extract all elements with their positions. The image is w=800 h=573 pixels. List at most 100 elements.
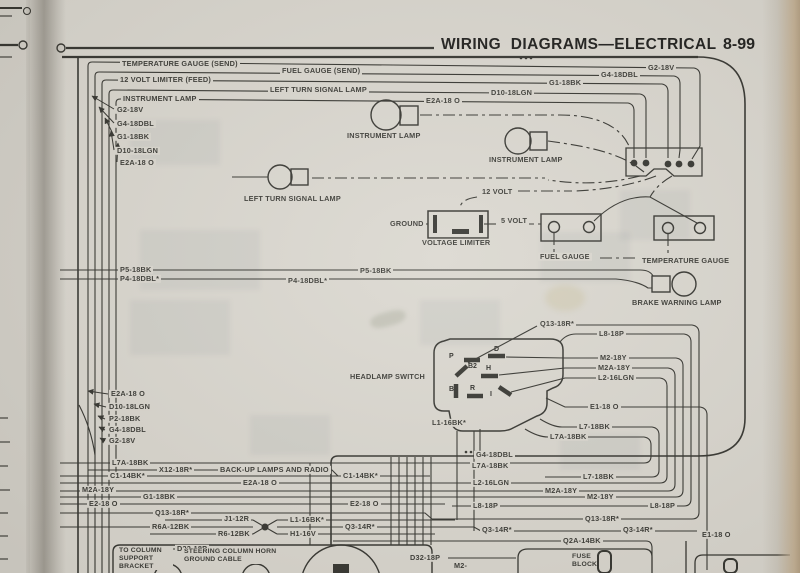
component-label-12-volt-limiter-feed: 12 VOLT LIMITER (FEED) bbox=[118, 74, 214, 85]
component-label-instrument-lamp: INSTRUMENT LAMP bbox=[345, 130, 423, 141]
wire-label-c1-14bk: C1-14BK* bbox=[341, 470, 380, 481]
headlamp-switch-outline bbox=[433, 338, 564, 432]
wire-label-q13-18r: Q13-18R* bbox=[583, 513, 622, 524]
wire-label-l2-16lgn: L2-16LGN bbox=[596, 372, 637, 383]
component-label-ground: GROUND bbox=[388, 218, 426, 229]
wire-label-e2a-18o: E2A-18 O bbox=[241, 477, 280, 488]
pointer-arrows bbox=[87, 95, 121, 444]
wire-label-g1-18bk: G1-18BK bbox=[115, 131, 152, 142]
wire-label-p5-18bk: P5-18BK bbox=[118, 264, 154, 275]
component-label-fuel-gauge: FUEL GAUGE bbox=[538, 251, 592, 262]
switch-terminal-h: H bbox=[486, 365, 492, 372]
component-label-temperature-gauge-send: TEMPERATURE GAUGE (SEND) bbox=[120, 58, 240, 69]
wire-label-g1-18bk: G1-18BK bbox=[547, 77, 584, 88]
scan-artifact bbox=[250, 415, 330, 455]
wire-label-e2-18o: E2-18 O bbox=[87, 498, 120, 509]
binder-ring-icon bbox=[0, 6, 434, 58]
switch-terminal-d: D bbox=[494, 346, 500, 353]
wire-label-g4-18dbl: G4-18DBL bbox=[474, 449, 515, 460]
wire-label-d32-18p: D32-18P bbox=[408, 552, 443, 563]
dashed-feeds bbox=[312, 114, 673, 259]
wire-label-e2a-18o: E2A-18 O bbox=[109, 388, 148, 399]
wire-label-g2-18v: G2-18V bbox=[115, 104, 146, 115]
wire-label-p5-18bk: P5-18BK bbox=[358, 265, 394, 276]
wire-label-m2-18y: M2-18Y bbox=[585, 491, 616, 502]
component-label-instrument-lamp: INSTRUMENT LAMP bbox=[121, 93, 199, 104]
wire-label-e2-18o: E2-18 O bbox=[348, 498, 381, 509]
wire-label-m2-18y: M2-18Y bbox=[598, 352, 629, 363]
wire-label-e2a-18o: E2A-18 O bbox=[118, 157, 157, 168]
page-gutter-shadow bbox=[26, 0, 66, 573]
page-right-edge bbox=[762, 0, 800, 573]
wire-label-p4-18dbl: P4-18DBL* bbox=[118, 273, 162, 284]
diagram-border bbox=[62, 55, 746, 573]
left-turn-signal-lamp-bulb bbox=[232, 164, 309, 190]
scan-artifact bbox=[420, 300, 500, 345]
wire-label-m2-partial: M2- bbox=[452, 560, 470, 571]
wire-label-l7a-18bk: L7A-18BK bbox=[110, 457, 151, 468]
wire-label-q13-18r: Q13-18R* bbox=[153, 507, 192, 518]
wire-label-m2a-18y: M2A-18Y bbox=[596, 362, 633, 373]
wire-label-q3-14r: Q3-14R* bbox=[621, 524, 655, 535]
wire-label-q3-14r: Q3-14R* bbox=[480, 524, 514, 535]
wire-label-l7-18bk: L7-18BK bbox=[577, 421, 613, 432]
wire-label-e1-18o: E1-18 O bbox=[700, 529, 733, 540]
wire-label-q13-18r: Q13-18R* bbox=[538, 318, 577, 329]
wire-label-d10-18lgn: D10-18LGN bbox=[115, 145, 161, 156]
fuel-gauge-box bbox=[540, 213, 602, 242]
wire-label-l8-18p: L8-18P bbox=[648, 500, 678, 511]
adjacent-page-lines bbox=[0, 417, 10, 560]
note-steering-column-horn-ground-cable: STEERING COLUMN HORN GROUND CABLE bbox=[182, 548, 298, 564]
connector-block bbox=[625, 147, 703, 177]
gauge-sender-wire bbox=[593, 196, 698, 224]
note-to-column-support-bracket: TO COLUMN SUPPORT BRACKET bbox=[117, 547, 173, 571]
wire-label-h1-16v: H1-16V bbox=[288, 528, 318, 539]
wire-label-d10-18lgn: D10-18LGN bbox=[107, 401, 153, 412]
wire-label-c1-14bk: C1-14BK* bbox=[108, 470, 147, 481]
instrument-lamp-bulb-1 bbox=[370, 99, 419, 131]
wire-label-m2a-18y: M2A-18Y bbox=[80, 484, 117, 495]
wire-label-r6-12bk: R6-12BK bbox=[216, 528, 252, 539]
wire-label-e1-18o: E1-18 O bbox=[588, 401, 621, 412]
brake-lamp-wires bbox=[60, 269, 654, 289]
wire-label-l8-18p: L8-18P bbox=[471, 500, 501, 511]
wire-label-q2a-14bk: Q2A-14BK bbox=[561, 535, 603, 546]
instrument-feed-wires bbox=[87, 61, 701, 573]
wire-label-l8-18p: L8-18P bbox=[597, 328, 627, 339]
wire-label-g4-18dbl: G4-18DBL bbox=[599, 69, 640, 80]
component-label-voltage-limiter: VOLTAGE LIMITER bbox=[420, 237, 493, 248]
adjacent-page-edge bbox=[0, 0, 30, 573]
component-label-temperature-gauge: TEMPERATURE GAUGE bbox=[640, 255, 732, 266]
note-fuse-block: FUSE BLOCK bbox=[572, 553, 598, 568]
component-label-fuel-gauge-send: FUEL GAUGE (SEND) bbox=[280, 65, 363, 76]
switch-terminal-i: I bbox=[490, 391, 492, 398]
component-label-12-volt: 12 VOLT bbox=[480, 186, 515, 197]
component-label-left-turn-signal-lamp: LEFT TURN SIGNAL LAMP bbox=[268, 84, 369, 95]
wire-label-l2-16lgn: L2-16LGN bbox=[471, 477, 512, 488]
switch-terminal-r: R bbox=[470, 385, 476, 392]
wire-label-g4-18dbl: G4-18DBL bbox=[107, 424, 148, 435]
wire-label-d10-18lgn: D10-18LGN bbox=[489, 87, 535, 98]
wire-label-l7a-18bk: L7A-18BK bbox=[548, 431, 589, 442]
wire-label-e2a-18o: E2A-18 O bbox=[424, 95, 463, 106]
component-label-headlamp-switch: HEADLAMP SWITCH bbox=[348, 371, 428, 382]
wire-label-l7a-18bk: L7A-18BK bbox=[470, 460, 511, 471]
wire-label-g4-18dbl: G4-18DBL bbox=[115, 118, 156, 129]
scan-artifact bbox=[130, 300, 230, 355]
wire-label-r6a-12bk: R6A-12BK bbox=[150, 521, 192, 532]
wire-label-g2-18v: G2-18V bbox=[646, 62, 677, 73]
switch-terminal-b2: B2 bbox=[468, 363, 477, 370]
wire-label-q3-14r: Q3-14R* bbox=[343, 521, 377, 532]
temperature-gauge-box bbox=[653, 215, 715, 241]
wire-label-j1-12r: J1-12R bbox=[222, 513, 252, 524]
wire-label-l7-18bk: L7-18BK bbox=[581, 471, 617, 482]
wire-label-g1-18bk: G1-18BK bbox=[141, 491, 178, 502]
component-label-left-turn-signal-lamp: LEFT TURN SIGNAL LAMP bbox=[242, 193, 343, 204]
wire-label-p4-18dbl: P4-18DBL* bbox=[286, 275, 330, 286]
wire-label-l1-16bk: L1-16BK* bbox=[430, 417, 469, 428]
instrument-lamp-bulb-2 bbox=[504, 127, 548, 155]
component-label-backup-lamps-and-radio: BACK-UP LAMPS AND RADIO bbox=[218, 464, 331, 475]
fuse-block-outline bbox=[517, 541, 790, 573]
